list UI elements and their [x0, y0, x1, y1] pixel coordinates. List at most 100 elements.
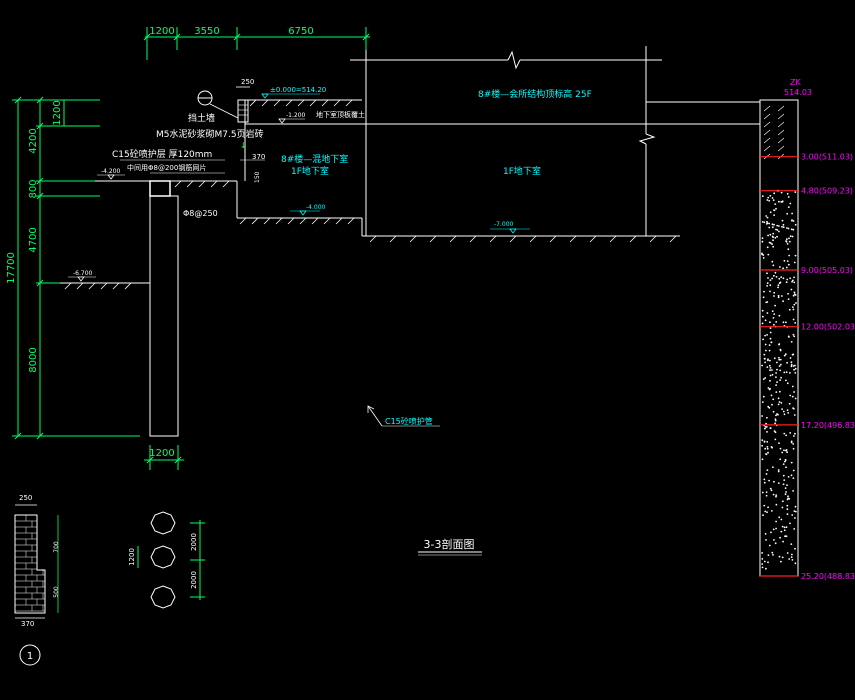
- hatch-dot: [764, 533, 767, 535]
- hatch-dot: [782, 540, 784, 543]
- hatch-dot: [780, 402, 783, 404]
- tower-label: 8#楼—会所结构顶标高 25F: [478, 88, 592, 100]
- hatch-dot: [792, 353, 795, 356]
- hatch-dot: [775, 321, 778, 323]
- hatch-dot: [772, 317, 775, 319]
- pile-width-label: 1200: [149, 448, 174, 459]
- hatch-dot: [785, 238, 788, 241]
- hatch-dot: [793, 435, 795, 437]
- hatch-dot: [768, 364, 771, 367]
- hatch-dot: [786, 227, 788, 229]
- hatch-dot: [771, 510, 773, 512]
- hatch-dot: [765, 453, 767, 455]
- hatch-dot: [779, 348, 782, 351]
- hatch-dot: [763, 481, 766, 484]
- hatch-dot: [792, 294, 795, 297]
- hatch-dot: [765, 349, 767, 352]
- borehole-layer-label: 4.80(509.23): [801, 187, 853, 196]
- hatch-dot: [767, 506, 769, 509]
- hatch-dot: [774, 542, 777, 545]
- hatch-dot: [771, 235, 774, 238]
- hatch-dot: [794, 562, 797, 565]
- hatch-dot: [787, 335, 790, 338]
- hatch-dot: [775, 494, 778, 496]
- hatch-dot: [786, 361, 788, 364]
- hatch-dot: [791, 212, 793, 215]
- hatch-stroke: [777, 137, 785, 144]
- hatch-dot: [773, 223, 775, 226]
- hatch-dot: [780, 530, 783, 533]
- hatch-dot: [775, 414, 777, 417]
- hatch-dot: [778, 200, 780, 203]
- hatch-dot: [761, 415, 763, 417]
- hatch-dot: [771, 226, 774, 229]
- annex-level-marker: ↓: [240, 141, 247, 150]
- hatch-dot: [770, 394, 773, 397]
- hatch-dot: [788, 402, 791, 405]
- hatch-dot: [769, 359, 771, 362]
- hatch-dot: [784, 353, 787, 356]
- hatch-dot: [778, 343, 780, 346]
- hatch-dot: [766, 282, 769, 285]
- hatch-dot: [762, 338, 764, 341]
- top-dim-1: 1200: [149, 26, 174, 37]
- soil-hatch: [64, 99, 677, 290]
- hatch-dot: [783, 371, 786, 374]
- svg-text:370: 370: [21, 620, 34, 628]
- hatch-dot: [764, 343, 767, 346]
- hatch-dot: [771, 260, 774, 263]
- hatch-dot: [763, 560, 766, 563]
- hatch-dot: [776, 224, 779, 227]
- hatch-dot: [769, 369, 771, 372]
- hatch-dot: [761, 552, 763, 554]
- hatch-dot: [792, 228, 795, 231]
- hatch-dot: [769, 337, 772, 340]
- hatch-dot: [761, 491, 764, 494]
- pile-layout: [137, 511, 205, 609]
- hatch-dot: [766, 447, 769, 450]
- hatch-dot: [786, 552, 789, 554]
- retaining-wall: [237, 99, 249, 123]
- hatch-dot: [761, 444, 763, 447]
- hatch-dot: [782, 321, 785, 324]
- svg-text:-7.000: -7.000: [494, 221, 514, 228]
- hatch-stroke: [763, 145, 771, 152]
- hatch-dot: [765, 491, 768, 493]
- hatch-dot: [777, 294, 780, 297]
- hatch-dot: [779, 390, 781, 393]
- hatch-dot: [792, 443, 795, 445]
- hatch-dot: [768, 349, 771, 352]
- hatch-dot: [794, 372, 797, 374]
- hatch-dot: [766, 366, 769, 368]
- hatch-dot: [769, 194, 772, 197]
- hatch-dot: [761, 364, 763, 367]
- hatch-dot: [790, 363, 793, 366]
- hatch-dot: [771, 310, 774, 312]
- hatch-stroke: [777, 129, 785, 136]
- hatch-dot: [775, 372, 777, 374]
- hatch-dot: [779, 281, 782, 284]
- hatch-dot: [767, 358, 769, 361]
- hatch-dot: [767, 234, 769, 237]
- hatch-dot: [773, 291, 776, 294]
- hatch-dot: [786, 243, 789, 245]
- hatch-dot: [795, 302, 797, 304]
- hatch-dot: [789, 522, 791, 525]
- hatch-dot: [793, 510, 796, 512]
- hatch-dot: [787, 298, 790, 300]
- hatch-dot: [775, 391, 778, 393]
- hatch-dot: [761, 458, 764, 461]
- hatch-dot: [768, 406, 771, 409]
- hatch-dot: [792, 279, 794, 282]
- hatch-dot: [786, 409, 789, 411]
- hatch-dot: [764, 427, 766, 430]
- hatch-dot: [773, 323, 775, 326]
- hatch-dot: [770, 341, 773, 344]
- hatch-stroke: [777, 145, 785, 152]
- hatch-dot: [787, 292, 789, 295]
- hatch-dot: [768, 544, 771, 547]
- hatch-dot: [763, 441, 766, 443]
- hatch-dot: [761, 439, 764, 442]
- hatch-dot: [761, 253, 763, 256]
- hatch-dot: [791, 395, 794, 398]
